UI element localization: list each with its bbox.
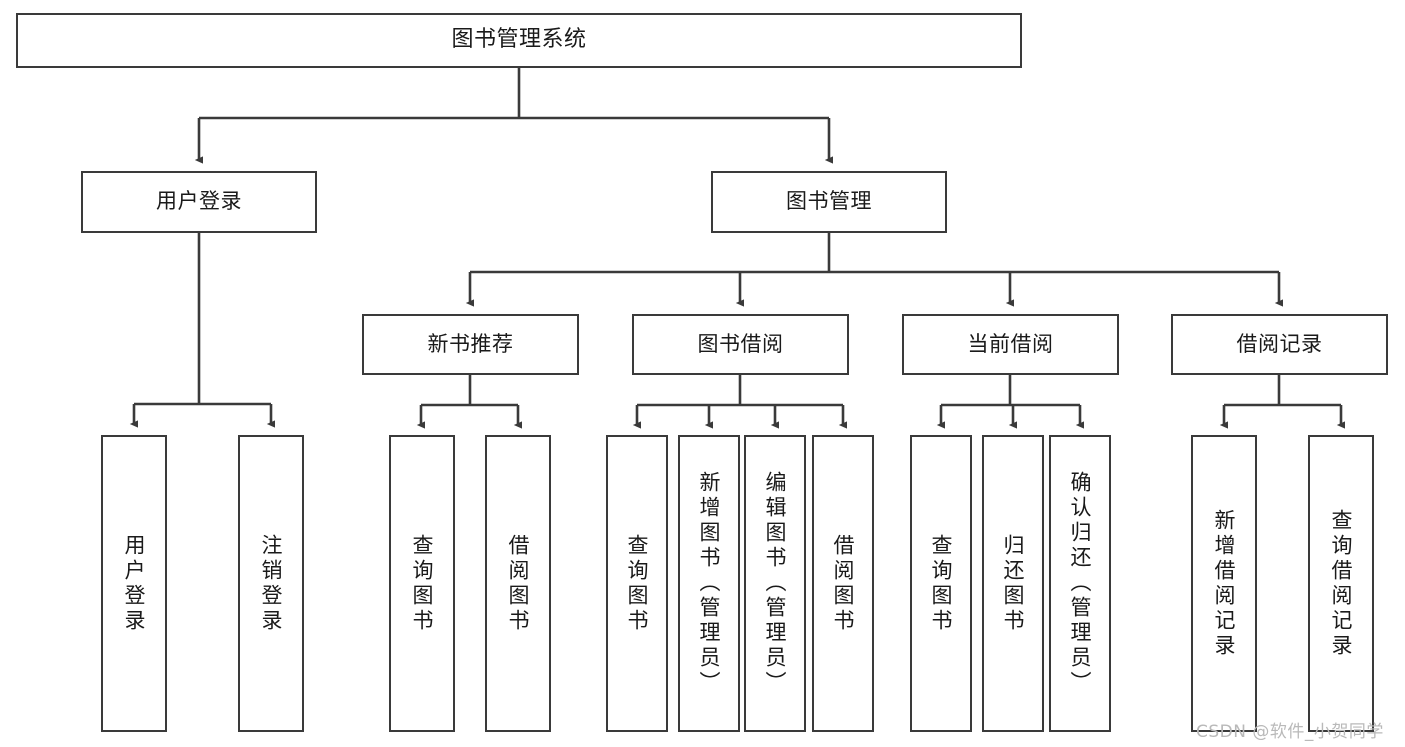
leaf-add-book[interactable]: 新增图书（管理员）: [678, 435, 740, 732]
leaf-edit-book[interactable]: 编辑图书（管理员）: [744, 435, 806, 732]
leaf-borrow-book-rec-label: 借阅图书: [506, 533, 531, 634]
leaf-return-book-label: 归还图书: [1001, 533, 1026, 634]
node-borrow-record[interactable]: 借阅记录: [1171, 314, 1388, 375]
node-book-borrow[interactable]: 图书借阅: [632, 314, 849, 375]
node-root[interactable]: 图书管理系统: [16, 13, 1022, 68]
node-borrow-record-label: 借阅记录: [1236, 331, 1323, 356]
leaf-user-logout-label: 注销登录: [259, 533, 284, 634]
leaf-query-book-cur-label: 查询图书: [929, 533, 954, 634]
leaf-query-book-cur[interactable]: 查询图书: [910, 435, 972, 732]
node-current-borrow-label: 当前借阅: [967, 331, 1054, 356]
leaf-add-record-label: 新增借阅记录: [1212, 508, 1237, 659]
leaf-query-record-label: 查询借阅记录: [1329, 508, 1354, 659]
leaf-return-book[interactable]: 归还图书: [982, 435, 1044, 732]
leaf-user-login-label: 用户登录: [122, 533, 147, 634]
node-book-manage-label: 图书管理: [786, 189, 872, 214]
leaf-query-book[interactable]: 查询图书: [606, 435, 668, 732]
node-root-label: 图书管理系统: [451, 27, 587, 53]
leaf-borrow-book-label: 借阅图书: [831, 533, 856, 634]
leaf-user-login[interactable]: 用户登录: [101, 435, 167, 732]
node-current-borrow[interactable]: 当前借阅: [902, 314, 1119, 375]
leaf-query-book-label: 查询图书: [625, 533, 650, 634]
node-user-login-label: 用户登录: [156, 189, 242, 214]
leaf-add-record[interactable]: 新增借阅记录: [1191, 435, 1257, 732]
leaf-add-book-label: 新增图书（管理员）: [697, 471, 722, 696]
leaf-confirm-return-label: 确认归还（管理员）: [1068, 471, 1093, 696]
node-book-manage[interactable]: 图书管理: [711, 171, 947, 233]
leaf-query-book-rec[interactable]: 查询图书: [389, 435, 455, 732]
leaf-confirm-return[interactable]: 确认归还（管理员）: [1049, 435, 1111, 732]
csdn-watermark: CSDN @软件_小贺同学: [1196, 722, 1384, 742]
leaf-edit-book-label: 编辑图书（管理员）: [763, 471, 788, 696]
node-user-login[interactable]: 用户登录: [81, 171, 317, 233]
leaf-borrow-book[interactable]: 借阅图书: [812, 435, 874, 732]
node-new-book-rec[interactable]: 新书推荐: [362, 314, 579, 375]
node-new-book-rec-label: 新书推荐: [427, 331, 514, 356]
node-book-borrow-label: 图书借阅: [697, 331, 784, 356]
leaf-query-book-rec-label: 查询图书: [410, 533, 435, 634]
leaf-user-logout[interactable]: 注销登录: [238, 435, 304, 732]
leaf-query-record[interactable]: 查询借阅记录: [1308, 435, 1374, 732]
leaf-borrow-book-rec[interactable]: 借阅图书: [485, 435, 551, 732]
